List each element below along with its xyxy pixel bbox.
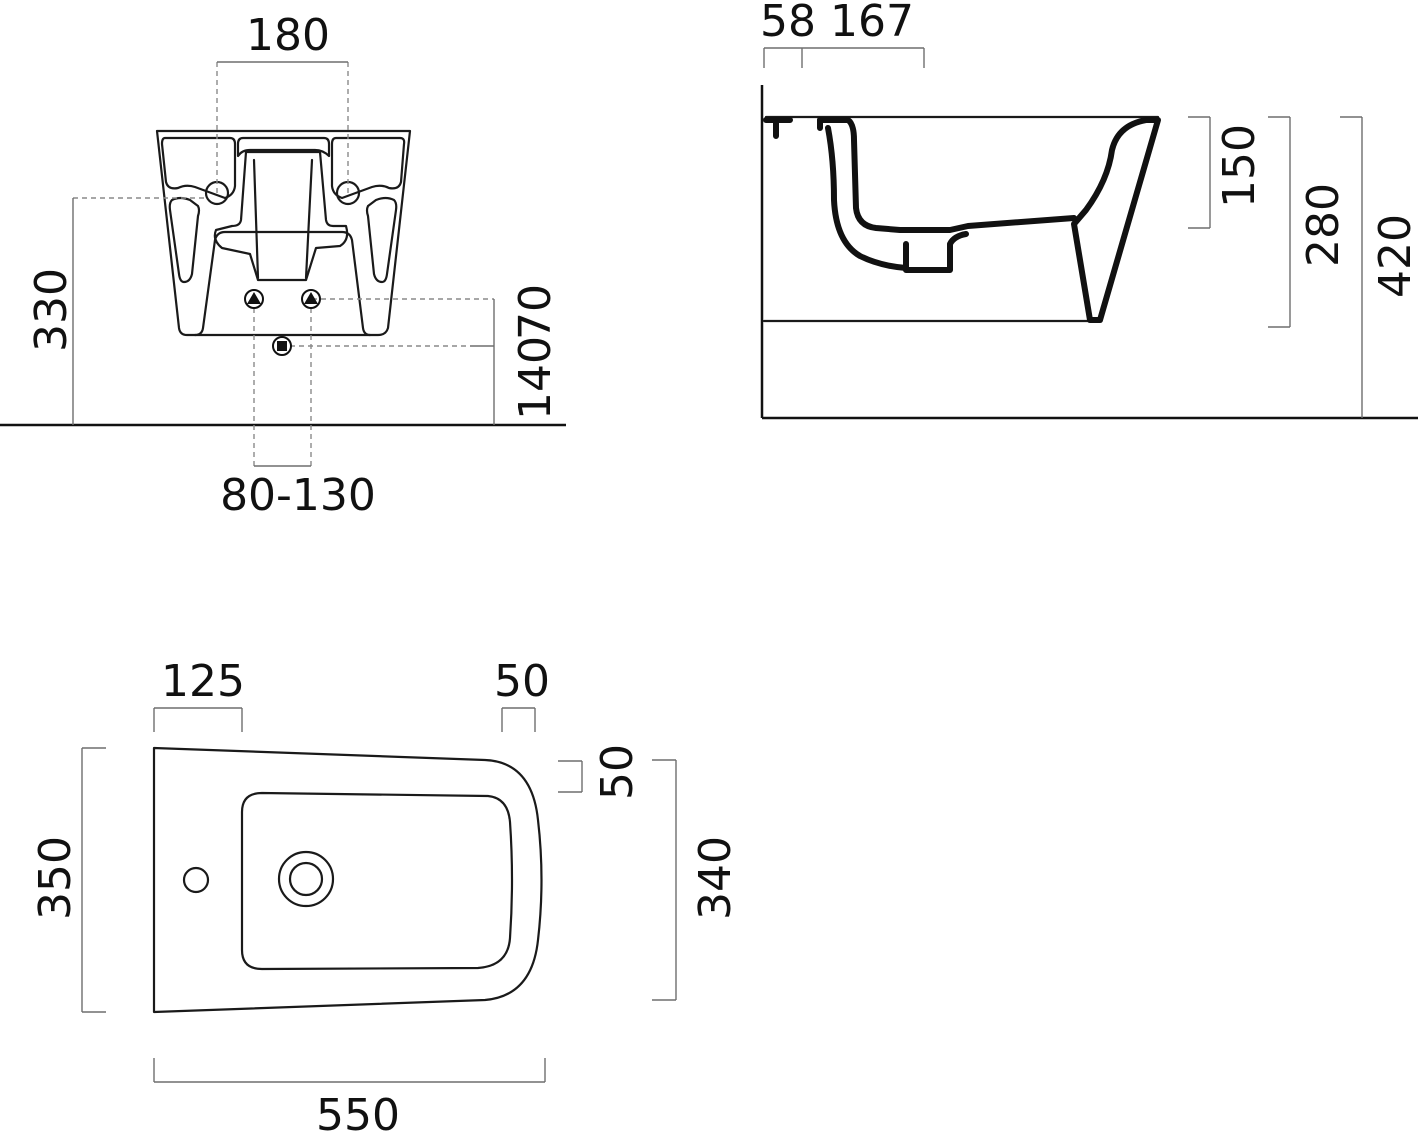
- water-supply-left-icon: [244, 289, 264, 309]
- water-supply-right-icon: [301, 289, 321, 309]
- front-dim-180: 180: [246, 10, 330, 61]
- tap-hole-icon: [182, 866, 210, 894]
- drain-outlet-icon: [272, 336, 292, 356]
- top-dim-550: 550: [316, 1090, 400, 1135]
- front-dim-140: 140: [510, 336, 561, 420]
- top-dim-rear50: 50: [592, 744, 643, 800]
- front-cavity-center: [236, 136, 331, 158]
- front-leg-right-slot: [365, 196, 398, 284]
- side-dim-167: 167: [830, 0, 914, 47]
- front-trap-block: [213, 150, 349, 282]
- front-dim-80-130: 80-130: [220, 470, 376, 521]
- side-dim-420: 420: [1370, 214, 1418, 298]
- side-bowl-inner: [825, 125, 909, 271]
- side-dim-150: 150: [1214, 124, 1265, 208]
- side-drain-neck: [903, 231, 969, 273]
- side-view: 58 167 150 280 420: [760, 0, 1418, 420]
- side-dim-280: 280: [1298, 183, 1349, 267]
- bidet-front-outline: [155, 129, 412, 337]
- top-view: 125 50 50 350 340 550: [30, 656, 741, 1135]
- top-dim-50: 50: [494, 656, 550, 707]
- front-cavity-right: [330, 136, 406, 200]
- front-dim-70: 70: [510, 284, 561, 340]
- front-dim-330: 330: [26, 268, 77, 352]
- front-cavity-left: [160, 136, 237, 200]
- front-view: 180 330 140 70 80-130: [0, 10, 566, 521]
- drain-outer-icon: [277, 850, 335, 908]
- drain-inner-icon: [288, 861, 324, 897]
- side-front-wall: [1071, 117, 1161, 323]
- top-dim-340: 340: [690, 836, 741, 920]
- front-leg-left-slot: [168, 196, 201, 284]
- front-trap-edge-2: [304, 158, 314, 280]
- top-dim-350: 350: [30, 836, 81, 920]
- side-dim-58: 58: [760, 0, 816, 47]
- bidet-top-bowl: [240, 791, 514, 971]
- front-trap-edge-1: [252, 158, 260, 280]
- bidet-top-outline: [152, 746, 543, 1014]
- side-tap-mount: [763, 117, 823, 139]
- side-bowl-section: [817, 117, 1077, 233]
- top-dim-125: 125: [161, 656, 245, 707]
